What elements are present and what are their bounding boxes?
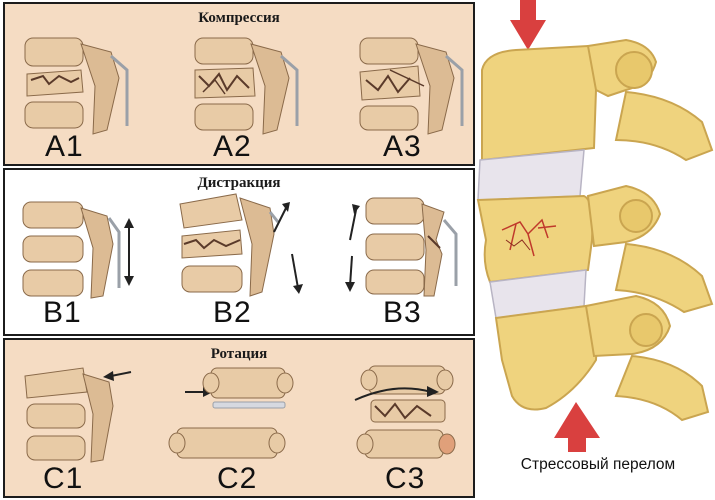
label-a2: A2 [213, 130, 252, 163]
figure-b1 [22, 201, 134, 299]
label-c3: C3 [385, 462, 426, 495]
compression-panel: Компрессия A1 A2 A3 [3, 2, 475, 166]
stress-fracture-illustration [476, 0, 714, 452]
rotation-panel: Ротация C1 C2 C3 [3, 338, 475, 498]
stress-fracture-caption: Стрессовый перелом [520, 456, 676, 473]
label-c2: C2 [217, 462, 258, 495]
rotation-title: Ротация [210, 346, 268, 362]
distraction-title: Дистракция [197, 175, 281, 191]
label-b3: B3 [383, 296, 422, 329]
label-a3: A3 [383, 130, 422, 163]
figure-b3 [345, 197, 458, 297]
label-b2: B2 [213, 296, 252, 329]
label-c1: C1 [43, 462, 84, 495]
compression-arrow-top [510, 0, 546, 50]
figure-c3 [354, 365, 456, 459]
figure-c2 [168, 367, 294, 459]
distraction-panel: Дистракция B1 B2 B3 [3, 168, 475, 336]
figure-a2 [194, 37, 299, 135]
compression-arrow-bottom [554, 402, 600, 452]
compression-title: Компрессия [198, 10, 280, 26]
figure-a3 [359, 37, 464, 135]
figure-b2 [179, 193, 303, 297]
label-b1: B1 [43, 296, 82, 329]
figure-a1 [24, 37, 129, 135]
figure-c1 [24, 367, 132, 463]
label-a1: A1 [45, 130, 84, 163]
fracture-lines [501, 218, 557, 257]
